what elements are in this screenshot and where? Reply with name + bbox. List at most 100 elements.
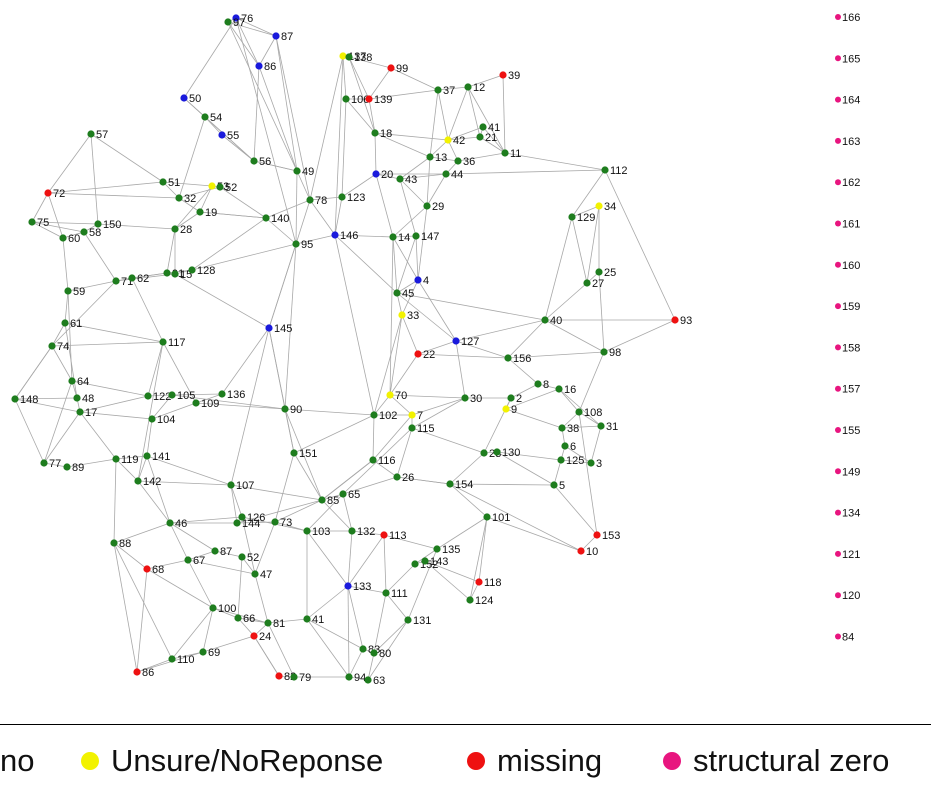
edge-51-53 [162,181,213,187]
node-dot [393,473,401,481]
edge-58-71 [83,231,117,282]
node-label: 86 [264,61,276,73]
node-label: 110 [177,654,195,666]
node-label: 125 [566,455,584,467]
edge-143-118 [424,560,480,583]
edge-125-5 [553,459,562,486]
node-30: 30 [461,393,482,405]
node-126: 126 [238,512,265,524]
node-67: 67 [184,555,205,567]
node-78: 78 [306,195,327,207]
node-dot [404,616,412,624]
edge-85-132 [321,499,353,532]
node-87: 87 [272,31,293,43]
edge-123-146 [334,196,343,236]
isolate-dot [835,96,841,103]
node-150: 150 [94,219,121,231]
edge-18-20 [374,132,377,175]
edge-42-21 [447,136,481,141]
node-61: 61 [61,318,82,330]
node-86b: 86 [133,667,154,679]
edge-132-113 [351,530,385,536]
isolate-dot [835,427,841,433]
edge-90-85 [284,408,323,501]
edge-119-88 [113,458,117,544]
node-dot [238,553,246,561]
node-dot [382,589,390,597]
edge-67-87b [187,550,216,561]
node-dot [134,477,142,485]
node-145: 145 [265,323,292,335]
node-label: 154 [455,479,473,491]
edge-90-151 [284,408,295,454]
node-dot [583,279,591,287]
node-label: 40 [550,315,562,327]
node-label: 99 [396,63,408,75]
edge-19-140 [199,211,267,219]
edge-56-49 [253,160,298,172]
node-109: 109 [192,398,219,410]
node-146: 146 [331,230,358,242]
edge-49-95 [295,170,298,245]
isolate-dot [835,55,841,62]
edge-10-154 [449,483,582,552]
node-label: 3 [596,458,602,470]
edge-37-12 [437,86,469,91]
node-144: 144 [233,518,260,530]
edge-95-145 [268,243,297,329]
node-dot [80,228,88,236]
node-dot [555,385,563,393]
edge-132-133 [347,530,353,587]
node-41: 41 [479,122,500,134]
node-dot [499,71,507,79]
node-72: 72 [44,188,65,200]
node-106: 106 [342,94,369,106]
node-62: 62 [128,273,149,285]
edge-61-48 [64,322,78,399]
isolate-dot [835,344,841,351]
node-dot [393,289,401,297]
node-107: 107 [227,480,254,492]
node-label: 74 [57,341,69,353]
edge-87b-52b [214,550,243,558]
node-dot [227,481,235,489]
edge-57-51 [90,133,164,183]
node-dot [61,319,69,327]
node-dot [171,270,179,278]
isolate-node-163: 163 [835,136,860,148]
node-29: 29 [423,201,444,213]
edge-74-148 [14,345,53,400]
edge-34-27 [586,205,600,284]
edge-88-68 [113,542,148,570]
edge-118-101 [478,516,488,583]
node-dot [338,193,346,201]
edge-119-142 [115,458,139,482]
edge-17-148 [14,398,81,413]
edge-78-123 [309,196,343,201]
node-86: 86 [255,61,276,73]
node-104: 104 [148,414,175,426]
node-68: 68 [143,564,164,576]
node-label: 4 [423,275,429,287]
node-label: 153 [602,530,620,542]
edge-86-49 [258,65,298,172]
edge-97-49 [227,21,298,172]
node-label: 62 [137,273,149,285]
node-dot [143,452,151,460]
edge-40-98 [544,319,605,353]
edge-104-141 [146,418,153,457]
node-dot [344,582,352,590]
isolate-dot [835,261,841,268]
edge-4-127 [417,279,457,342]
edge-12-11 [467,86,506,154]
edge-75-60 [31,221,64,239]
node-label: 69 [208,647,220,659]
edge-72-75 [31,192,49,223]
isolate-node-84: 84 [835,632,854,644]
node-dot [303,615,311,623]
node-138: 138 [345,52,372,64]
isolate-node-166: 166 [835,12,860,24]
isolate-node-165: 165 [835,53,860,65]
node-dot [464,83,472,91]
node-label: 2 [516,393,522,405]
